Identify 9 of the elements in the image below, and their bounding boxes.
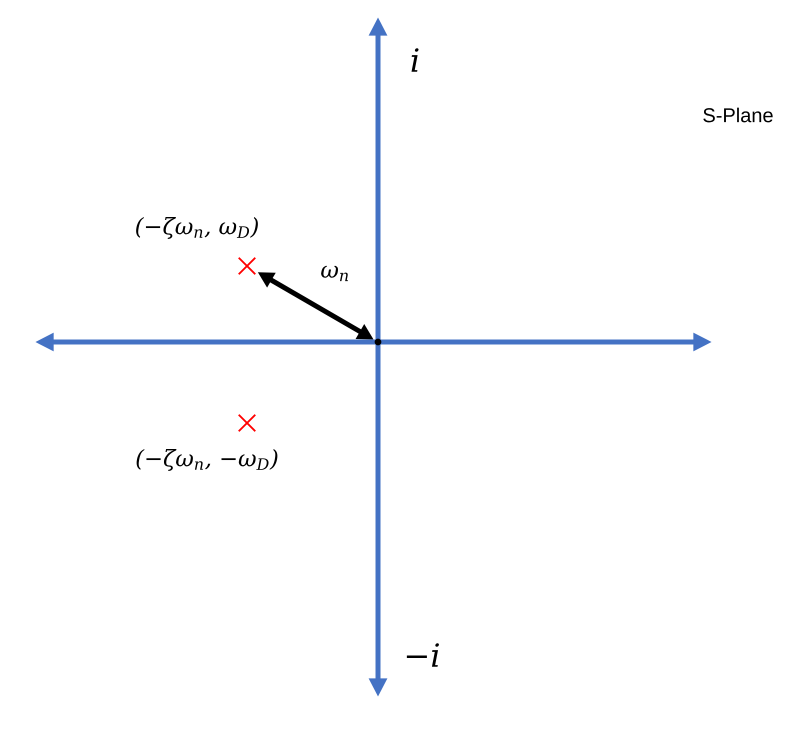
plane-label: S-Plane xyxy=(703,108,773,122)
axis-label: −i xyxy=(406,643,439,667)
edge-label: ω$_{n}$ xyxy=(321,266,348,282)
origin-point xyxy=(374,338,382,346)
pole-marker xyxy=(238,256,256,276)
pole-marker xyxy=(238,414,256,432)
coordinate-label: (−ζω$_{n}$, ω$_{D}$) xyxy=(136,217,258,239)
coordinate-label: (−ζω$_{n}$, −ω$_{D}$) xyxy=(136,449,278,471)
axis-label: i xyxy=(412,48,419,72)
